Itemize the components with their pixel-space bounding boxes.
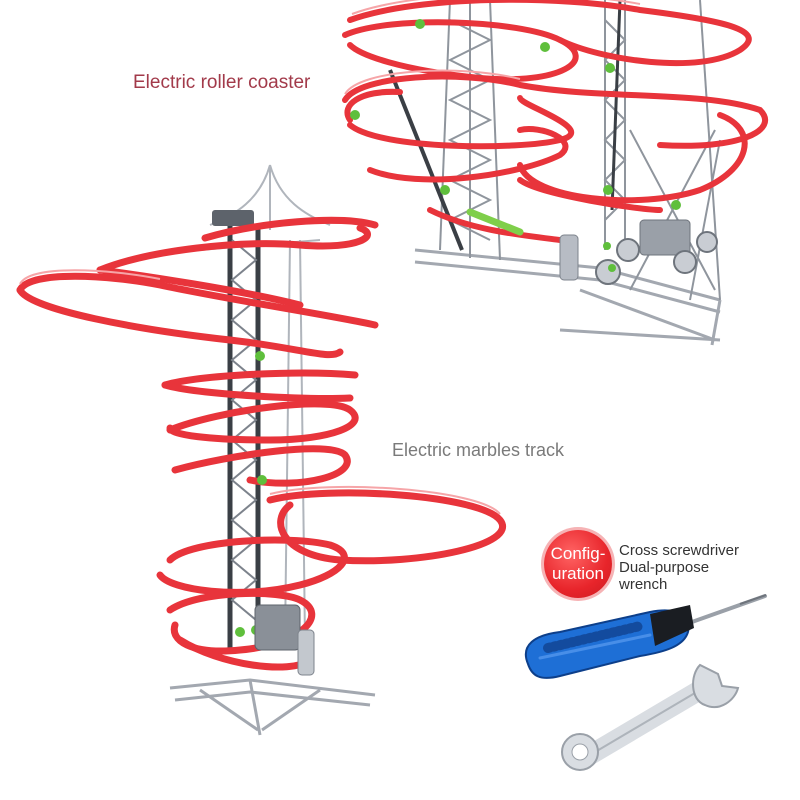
wrench-icon: [561, 663, 740, 771]
config-item-screwdriver: Cross screwdriver: [619, 542, 740, 559]
configuration-list: Cross screwdriver Dual-purpose wrench: [619, 542, 739, 593]
config-item-wrench: wrench: [619, 576, 668, 593]
screwdriver-icon: [525, 594, 767, 679]
configuration-badge: Config- uration: [544, 530, 612, 598]
badge-line-2: uration: [552, 564, 604, 583]
caption-roller-coaster: Electric roller coaster: [133, 72, 311, 93]
caption-marbles-track: Electric marbles track: [392, 440, 565, 460]
config-item-dual-purpose: Dual-purpose: [619, 559, 710, 576]
badge-line-1: Config-: [550, 544, 606, 563]
marble-track-model: [16, 164, 506, 736]
roller-coaster-model: [342, 0, 769, 346]
